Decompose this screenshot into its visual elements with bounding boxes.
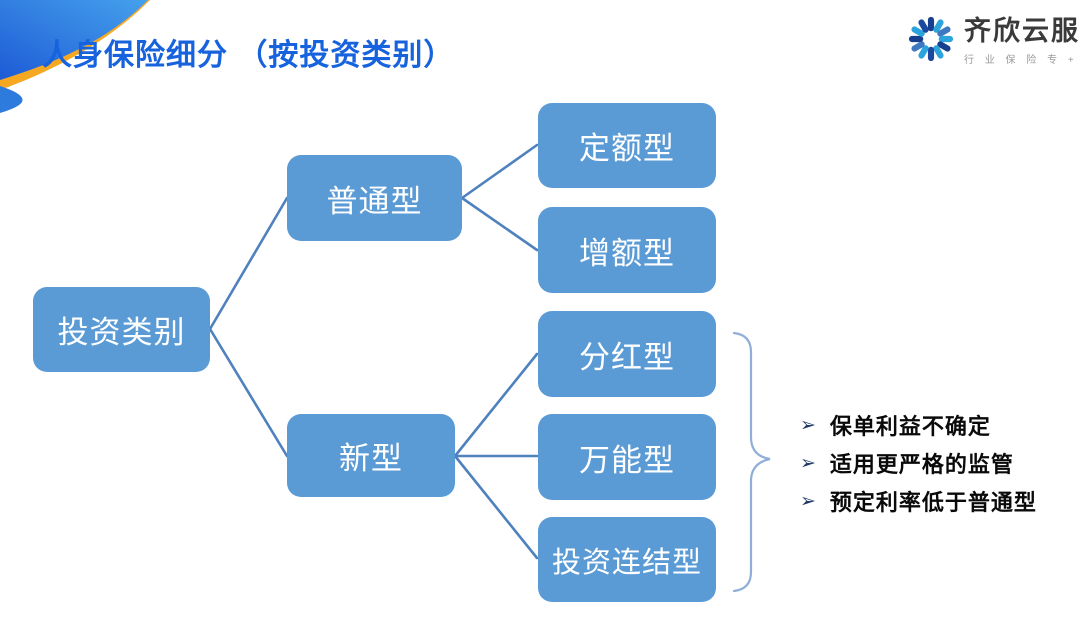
right-curly-brace (732, 331, 771, 593)
node-new-type: 新型 (287, 414, 455, 497)
list-item: ➢ 适用更严格的监管 (800, 444, 1037, 482)
logo-name: 齐欣云服 (964, 16, 1080, 46)
note-text: 预定利率低于普通型 (829, 490, 1037, 515)
notes-list: ➢ 保单利益不确定 ➢ 适用更严格的监管 ➢ 预定利率低于普通型 (800, 406, 1037, 520)
company-logo: 齐欣云服 行 业 保 险 专 + (906, 14, 1080, 66)
node-fixed-amount-type: 定额型 (538, 103, 716, 188)
arrowhead-bullet-icon: ➢ (800, 490, 816, 512)
node-ordinary-type: 普通型 (287, 155, 462, 241)
starburst-pinwheel-icon (908, 16, 954, 62)
list-item: ➢ 预定利率低于普通型 (800, 482, 1037, 520)
arrowhead-bullet-icon: ➢ (800, 414, 816, 436)
node-dividend-type: 分红型 (538, 311, 716, 397)
node-universal-type: 万能型 (538, 414, 716, 500)
corner-wave-decoration (0, 0, 150, 113)
logo-tagline: 行 业 保 险 专 + (964, 55, 1078, 66)
node-investment-category: 投资类别 (33, 287, 210, 372)
list-item: ➢ 保单利益不确定 (800, 406, 1037, 444)
note-text: 保单利益不确定 (829, 414, 991, 439)
page-title: 人身保险细分 （按投资类别） (42, 39, 455, 72)
node-investment-linked-type: 投资连结型 (538, 517, 716, 602)
note-text: 适用更严格的监管 (829, 452, 1014, 477)
arrowhead-bullet-icon: ➢ (800, 452, 816, 474)
logo-text-block: 齐欣云服 行 业 保 险 专 + (964, 14, 1080, 66)
node-increasing-amount-type: 增额型 (538, 207, 716, 293)
